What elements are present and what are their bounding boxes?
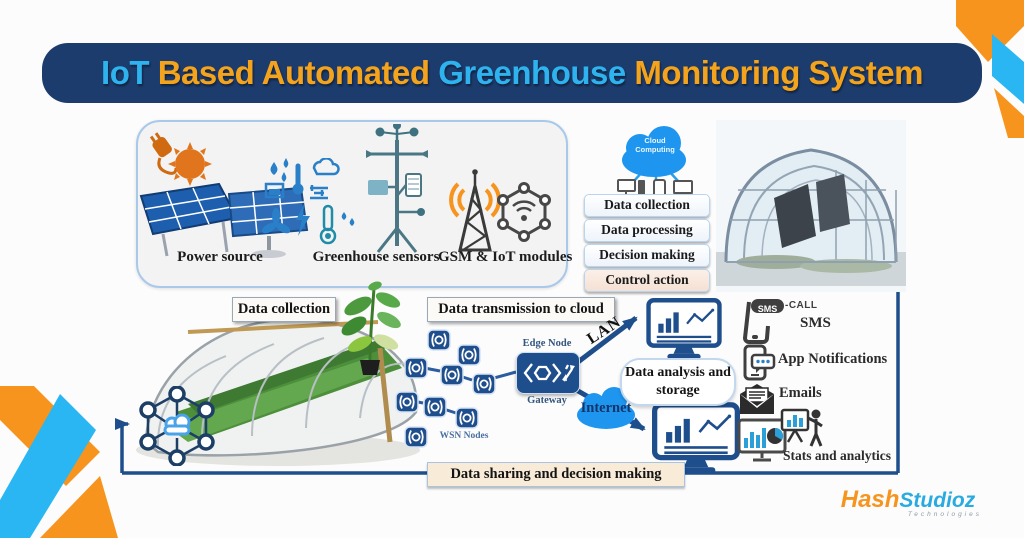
sms-call-phone-icon (742, 301, 770, 344)
connected-devices-icon (617, 179, 695, 198)
wsn-node (455, 407, 479, 429)
pipeline-data-collection: Data collection (584, 194, 710, 217)
gsm-iot-modules-label: GSM & IoT modules (438, 249, 573, 265)
wsn-node (457, 344, 481, 366)
greenhouse-sensors-label: Greenhouse sensors (312, 249, 440, 265)
wsn-node (423, 396, 447, 418)
greenhouse-tunnel-image (136, 318, 420, 466)
presenter-icon (780, 408, 823, 447)
wsn-node (404, 426, 428, 448)
data-sharing-label: Data sharing and decision making (427, 462, 685, 487)
app-notifications-icon (743, 344, 776, 381)
wsn-node (404, 357, 428, 379)
analysis-monitor-top (646, 298, 722, 363)
pipeline-data-processing: Data processing (584, 219, 710, 242)
internet-cloud-icon (577, 387, 635, 429)
edge-node-label: Edge Node (522, 338, 572, 349)
title-segment-monitoring: Monitoring System (634, 54, 923, 91)
data-transmission-label: Data transmission to cloud (427, 297, 615, 322)
iot-network-icon (139, 386, 215, 466)
data-collection-label: Data collection (232, 297, 336, 322)
gateway-icon (523, 363, 575, 383)
sms-bubble: SMS (751, 299, 784, 314)
wsn-nodes-label: WSN Nodes (439, 431, 489, 441)
logo-studioz: Studioz (899, 489, 976, 512)
title-banner: IoT Based Automated Greenhouse Monitorin… (42, 43, 982, 103)
weather-station-icon (366, 124, 428, 253)
corner-decoration-bottom-left (0, 386, 118, 538)
brand-logo: HashStudioz Technologies (828, 486, 988, 518)
sensor-cluster-icons (262, 158, 355, 245)
sms-label: SMS (800, 315, 831, 331)
logo-hash: Hash (840, 486, 900, 513)
wsn-node (472, 373, 496, 395)
call-suffix: -CALL (785, 300, 818, 311)
gateway-label: Gateway (527, 395, 567, 406)
title-segment-based-automated: Based Automated (157, 54, 439, 91)
sun-plug-icon (149, 132, 212, 186)
emails-label: Emails (779, 385, 822, 401)
wsn-node (440, 364, 464, 386)
solar-panels-icon (139, 182, 309, 258)
cloud-computing-icon (622, 126, 686, 177)
logo-tagline: Technologies (907, 511, 982, 518)
pipeline-control-action: Control action (584, 269, 710, 292)
greenhouse-structure-image (716, 120, 906, 292)
wsn-node (395, 391, 419, 413)
power-source-label: Power source (177, 249, 263, 265)
iot-module-icon (497, 182, 551, 242)
gsm-tower-icon (449, 169, 501, 252)
corner-decoration-top-right (956, 0, 1024, 138)
wsn-node (427, 329, 451, 351)
pipeline-decision-making: Decision making (584, 244, 710, 267)
stats-monitor-icon (737, 418, 787, 462)
title-segment-greenhouse: Greenhouse (438, 54, 635, 91)
plant-image (341, 281, 401, 375)
data-analysis-label: Data analysis and storage (620, 358, 736, 406)
emails-icon (740, 384, 774, 414)
internet-label: Internet (580, 400, 632, 416)
edge-node-gateway (516, 352, 580, 394)
app-notifications-label: App Notifications (778, 351, 888, 367)
title-segment-iot: IoT (101, 54, 158, 91)
sms-bubble-text: SMS (757, 304, 778, 314)
cloud-computing-label: Cloud Computing (635, 136, 675, 154)
stats-analytics-label: Stats and analytics (783, 448, 892, 463)
